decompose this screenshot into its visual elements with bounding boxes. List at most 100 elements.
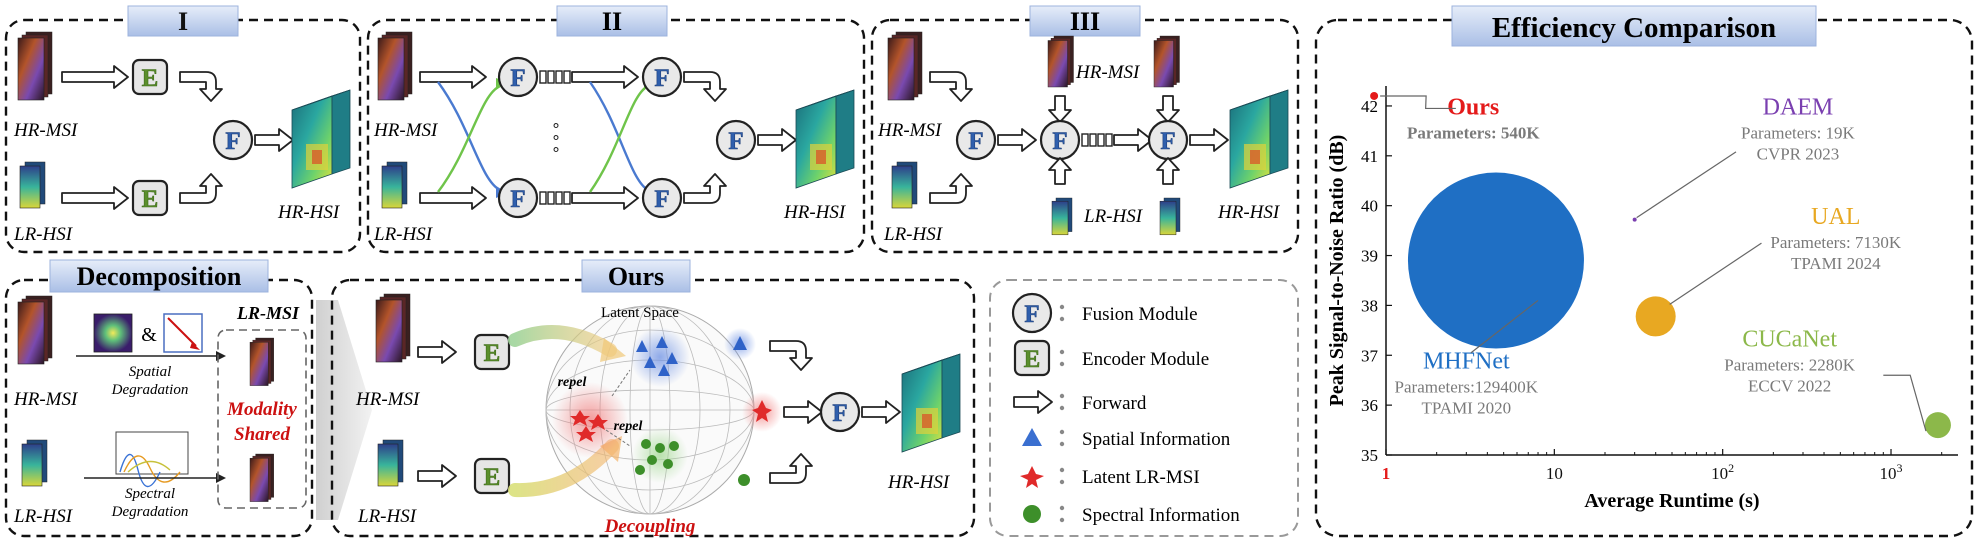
series-params-mhfnet: TPAMI 2020 [1422,399,1512,418]
encoder-module-icon [473,333,511,371]
p2-ellipsis-2: ∘ [551,129,561,146]
lr-hsi-image-icon [21,439,48,487]
point-cucanet [1924,412,1951,439]
ours-lr-hsi-label: LR-HSI [357,506,418,527]
hr-msi-image-icon [887,31,923,101]
p3-lr-hsi-left-label: LR-HSI [883,224,944,245]
forward-arrow-icon [417,340,457,364]
encoder-module-icon [473,457,511,495]
ours-hr-hsi-label: HR-HSI [887,472,951,493]
y-axis-label: Peak Signal-to-Noise Ratio (dB) [1326,135,1348,407]
legend-spectral-label: Spectral Information [1082,505,1240,526]
hr-msi-image-icon [1153,35,1180,88]
chain-icon [539,70,571,84]
series-params-ual: Parameters: 7130K [1770,233,1901,252]
lr-hsi-image-icon [19,161,46,209]
forward-arrow-icon [997,128,1037,152]
forward-arrow-icon [769,453,813,484]
lr-hsi-image-icon [1159,197,1181,236]
fusion-module-icon [955,119,997,161]
panel-i-title: I [178,7,188,36]
point-mhfnet [1407,172,1584,349]
p2-hr-msi-label: HR-MSI [373,120,439,141]
leader-daem [1636,151,1737,219]
decomp-lr-hsi-label: LR-HSI [13,506,74,527]
hr-msi-image-icon [375,293,411,363]
legend-forward-label: Forward [1082,393,1147,414]
series-params-daem: CVPR 2023 [1757,144,1840,163]
legend-lr-msi-label: Latent LR-MSI [1082,467,1200,488]
hr-hsi-cube-icon [795,89,855,189]
x-axis-label: Average Runtime (s) [1584,490,1759,512]
y-tick-label: 42 [1361,97,1378,116]
forward-arrow-icon [757,128,797,152]
y-tick-label: 39 [1361,247,1378,266]
forward-arrow-icon [1048,95,1072,123]
lr-msi-image-icon [249,337,275,386]
hr-hsi-cube-icon [901,353,961,453]
p3-lr-hsi-bottom-label: LR-HSI [1083,206,1144,227]
leader-cucanet [1883,374,1927,432]
leader-ours [1380,95,1456,110]
p3-hr-msi-top-label: HR-MSI [1075,62,1141,83]
lr-hsi-image-icon [381,161,408,209]
forward-arrow-icon [571,65,639,89]
series-name-daem: DAEM [1763,94,1834,120]
forward-arrow-icon [1189,128,1229,152]
spatial-token-icon [733,336,747,350]
ours-title: Ours [608,262,664,291]
decoupling-label: Decoupling [604,516,696,537]
p2-ellipsis: ∘ [551,117,561,134]
x-tick-label: 10 [1546,464,1563,483]
fusion-module-icon [497,177,539,219]
p2-hr-hsi-label: HR-HSI [783,202,847,223]
fusion-module-icon [1147,119,1189,161]
lr-msi-token-icon [752,400,772,422]
decomp-hr-msi-label: HR-MSI [13,389,79,410]
leader-mhfnet [1470,299,1539,354]
fusion-module-icon [715,119,757,161]
panel-i: I HR-MSI LR-HSI HR-HSI [4,5,362,254]
spectral-degradation-line1: Spectral [125,486,175,502]
latent-space-label: Latent Space [601,305,679,321]
point-ours [1370,91,1379,100]
p3-hr-hsi-label: HR-HSI [1217,202,1281,223]
y-tick-label: 36 [1361,396,1378,415]
encoder-module-icon [131,179,169,217]
legend: Fusion Module Encoder Module Forward Spa… [989,279,1299,537]
fusion-module-icon [819,391,861,433]
blur-kernel-icon [93,313,133,353]
x-tick-label: 1 [1382,464,1391,483]
panel-ii-title: II [602,7,622,36]
decomposition-title: Decomposition [77,262,242,291]
chain-icon [1081,133,1113,147]
transition-arrow-icon [316,300,372,520]
hr-msi-image-icon [377,31,413,101]
series-name-ual: UAL [1811,204,1860,230]
forward-arrow-icon [929,173,973,204]
fusion-module-icon [641,177,683,219]
spectral-response-icon [115,431,189,488]
lr-msi-label: LR-MSI [236,303,300,323]
forward-arrow-icon [1013,390,1053,414]
forward-arrow-icon [1156,95,1180,123]
series-params-daem: Parameters: 19K [1741,123,1855,142]
legend-encoder-label: Encoder Module [1082,349,1209,370]
forward-arrow-icon [179,71,223,102]
repel-label-1: repel [558,375,587,390]
modality-shared-line1: Modality [226,399,297,420]
chain-icon [539,191,571,205]
y-tick-label: 35 [1361,446,1378,465]
forward-arrow-icon [179,173,223,204]
latent-lr-msi-cluster [570,410,608,442]
series-name-mhfnet: MHFNet [1423,349,1510,375]
legend-spatial-label: Spatial Information [1082,429,1231,450]
forward-arrow-icon [861,400,901,424]
encoder-module-icon [1013,339,1051,377]
point-ual [1635,296,1676,337]
lr-hsi-image-icon [1051,197,1073,236]
series-params-cucanet: ECCV 2022 [1748,376,1831,395]
spectral-token-icon [738,474,750,486]
